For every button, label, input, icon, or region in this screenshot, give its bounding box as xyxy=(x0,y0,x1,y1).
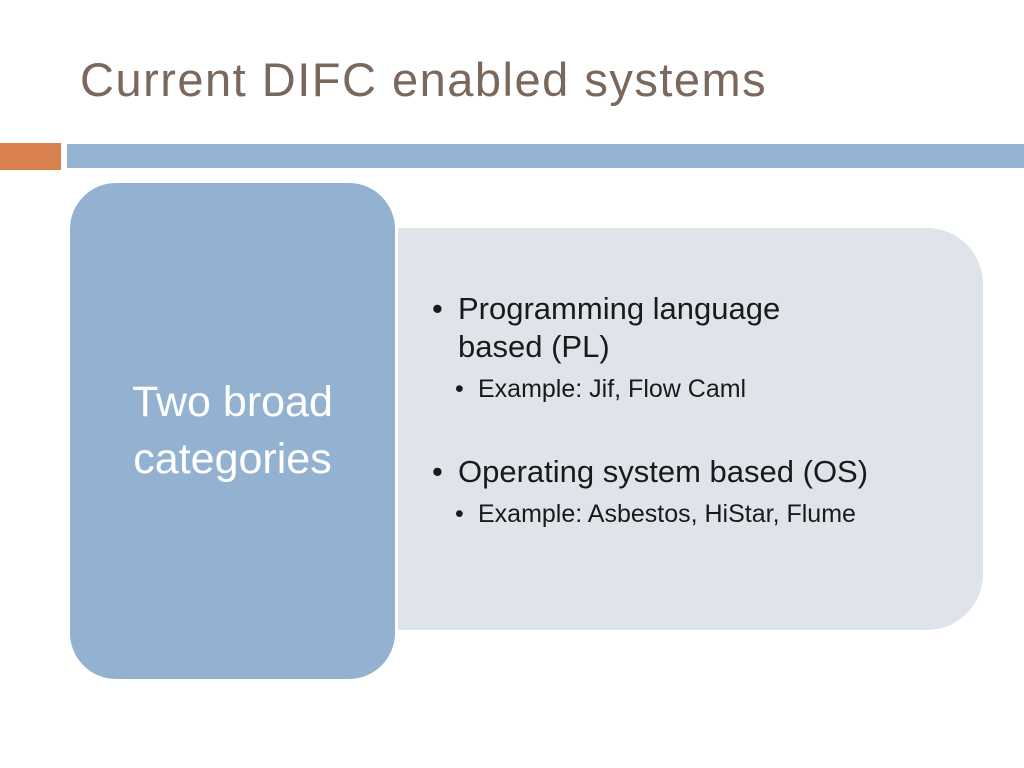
sub-bullet-dot-icon: • xyxy=(455,500,464,528)
accent-orange-block xyxy=(0,143,61,170)
category-box-label-line2: categories xyxy=(133,435,332,483)
bullet-dot-icon: • xyxy=(432,291,443,326)
bullet-item: • Operating system based (OS) xyxy=(432,453,955,491)
bullet-dot-icon: • xyxy=(432,454,443,489)
bullet-text: Programming language based (PL) xyxy=(458,290,780,366)
sub-bullet-item: • Example: Jif, Flow Caml xyxy=(455,372,955,406)
bullet-group-os: • Operating system based (OS) • Example:… xyxy=(432,453,955,531)
category-box: Two broad categories xyxy=(70,183,395,679)
bullet-item: • Programming language based (PL) xyxy=(432,290,955,366)
sub-bullet-text: Example: Asbestos, HiStar, Flume xyxy=(478,500,856,528)
bullet-group-pl: • Programming language based (PL) • Exam… xyxy=(432,290,955,406)
bullet-text-line1: Programming language xyxy=(458,291,781,326)
accent-blue-bar xyxy=(67,144,1024,168)
bullet-text: Operating system based (OS) xyxy=(458,454,869,489)
bullet-text-line2: based (PL) xyxy=(458,329,610,364)
category-box-label-line1: Two broad xyxy=(132,378,333,426)
sub-bullet-dot-icon: • xyxy=(455,375,464,403)
sub-bullet-text: Example: Jif, Flow Caml xyxy=(478,375,747,403)
page-title: Current DIFC enabled systems xyxy=(80,53,768,106)
content-box: • Programming language based (PL) • Exam… xyxy=(398,228,983,630)
sub-bullet-item: • Example: Asbestos, HiStar, Flume xyxy=(455,497,955,531)
